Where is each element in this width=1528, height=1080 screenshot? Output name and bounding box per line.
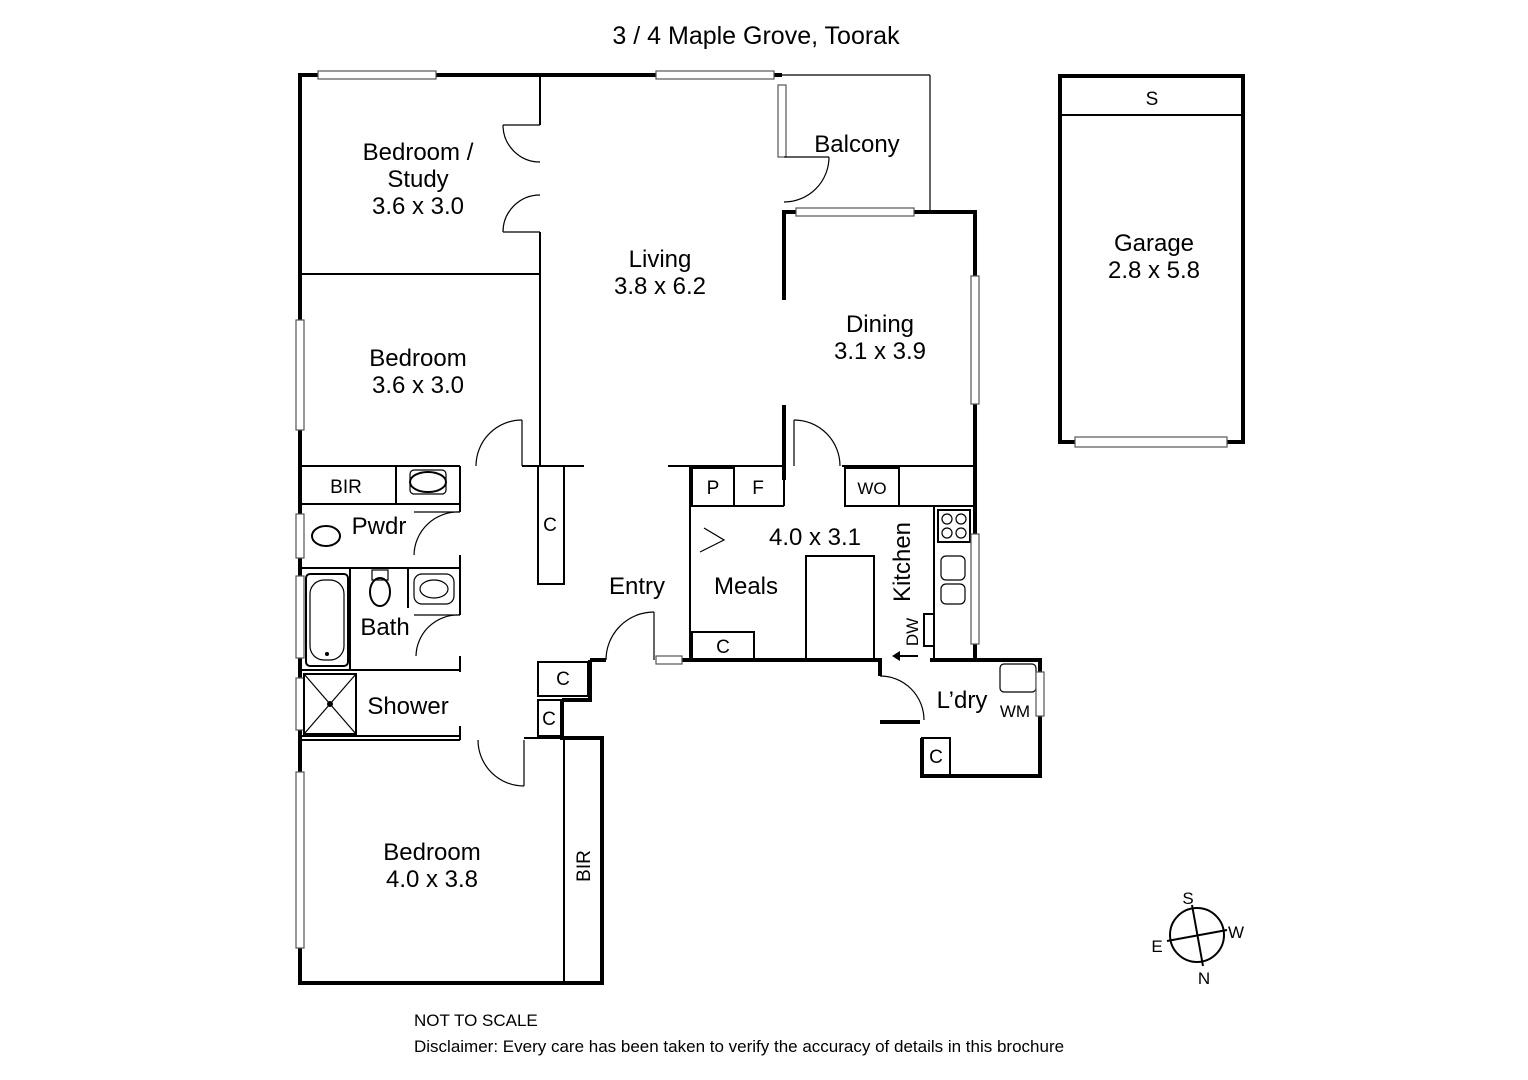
- washing-machine-label: WM: [1000, 702, 1030, 721]
- door-swings: [413, 124, 925, 787]
- cupboard-label-entry: C: [543, 515, 557, 536]
- room-label-laundry: L’dry: [937, 687, 988, 714]
- not-to-scale-note: NOT TO SCALE: [414, 1011, 538, 1030]
- compass-n: N: [1198, 969, 1210, 988]
- cupboard-label-meals: C: [716, 637, 730, 658]
- room-size-bedroom-2: 3.6 x 3.0: [372, 372, 464, 399]
- interior-walls: [300, 77, 1037, 983]
- room-size-living: 3.8 x 6.2: [614, 273, 706, 300]
- pantry-label: P: [707, 478, 720, 499]
- garage-structure: [1058, 74, 1245, 448]
- cupboard-label-laundry: C: [929, 747, 943, 768]
- cupboard-label-2: C: [542, 709, 556, 730]
- room-label-meals: Meals: [714, 573, 778, 600]
- plan-title: 3 / 4 Maple Grove, Toorak: [612, 22, 900, 50]
- bir-label-side: BIR: [574, 850, 595, 882]
- room-label-kitchen: Kitchen: [889, 522, 916, 602]
- room-label-garage: Garage: [1114, 230, 1194, 257]
- fixture-labels: BIR BIR C C C C C P F WO DW WM S: [330, 89, 1158, 882]
- compass-icon: S W E N: [1151, 889, 1244, 988]
- room-labels: Bedroom / Study 3.6 x 3.0 Living 3.8 x 6…: [352, 131, 1200, 893]
- room-size-bed-study: 3.6 x 3.0: [372, 193, 464, 220]
- room-size-garage: 2.8 x 5.8: [1108, 257, 1200, 284]
- room-label-bed-study: Bedroom /: [363, 139, 474, 166]
- compass-s: S: [1182, 889, 1193, 908]
- dishwasher-label: DW: [903, 618, 922, 646]
- cupboard-label-1: C: [556, 669, 570, 690]
- room-label-pwdr: Pwdr: [352, 513, 407, 540]
- compass-w: W: [1228, 923, 1244, 942]
- bir-label-top: BIR: [330, 477, 362, 498]
- sanitary-fixtures: [303, 469, 967, 735]
- room-label-living: Living: [629, 246, 692, 273]
- compass-e: E: [1151, 937, 1162, 956]
- wall-oven-label: WO: [857, 479, 886, 498]
- garage-storage-label: S: [1146, 89, 1159, 110]
- balcony-outline: [782, 74, 931, 212]
- room-label-entry: Entry: [609, 573, 665, 600]
- disclaimer-note: Disclaimer: Every care has been taken to…: [414, 1037, 1064, 1056]
- windows: [295, 70, 1045, 949]
- fridge-label: F: [752, 478, 764, 499]
- room-label-shower: Shower: [367, 693, 448, 720]
- room-size-meals: 4.0 x 3.1: [769, 524, 861, 551]
- room-label-balcony: Balcony: [814, 131, 899, 158]
- room-label-bedroom-2: Bedroom: [369, 345, 466, 372]
- room-label-dining: Dining: [846, 311, 914, 338]
- room-label-bedroom-3: Bedroom: [383, 839, 480, 866]
- room-size-bedroom-3: 4.0 x 3.8: [386, 866, 478, 893]
- room-size-dining: 3.1 x 3.9: [834, 338, 926, 365]
- room-label-bed-study-2: Study: [387, 166, 448, 193]
- room-label-bath: Bath: [360, 614, 409, 641]
